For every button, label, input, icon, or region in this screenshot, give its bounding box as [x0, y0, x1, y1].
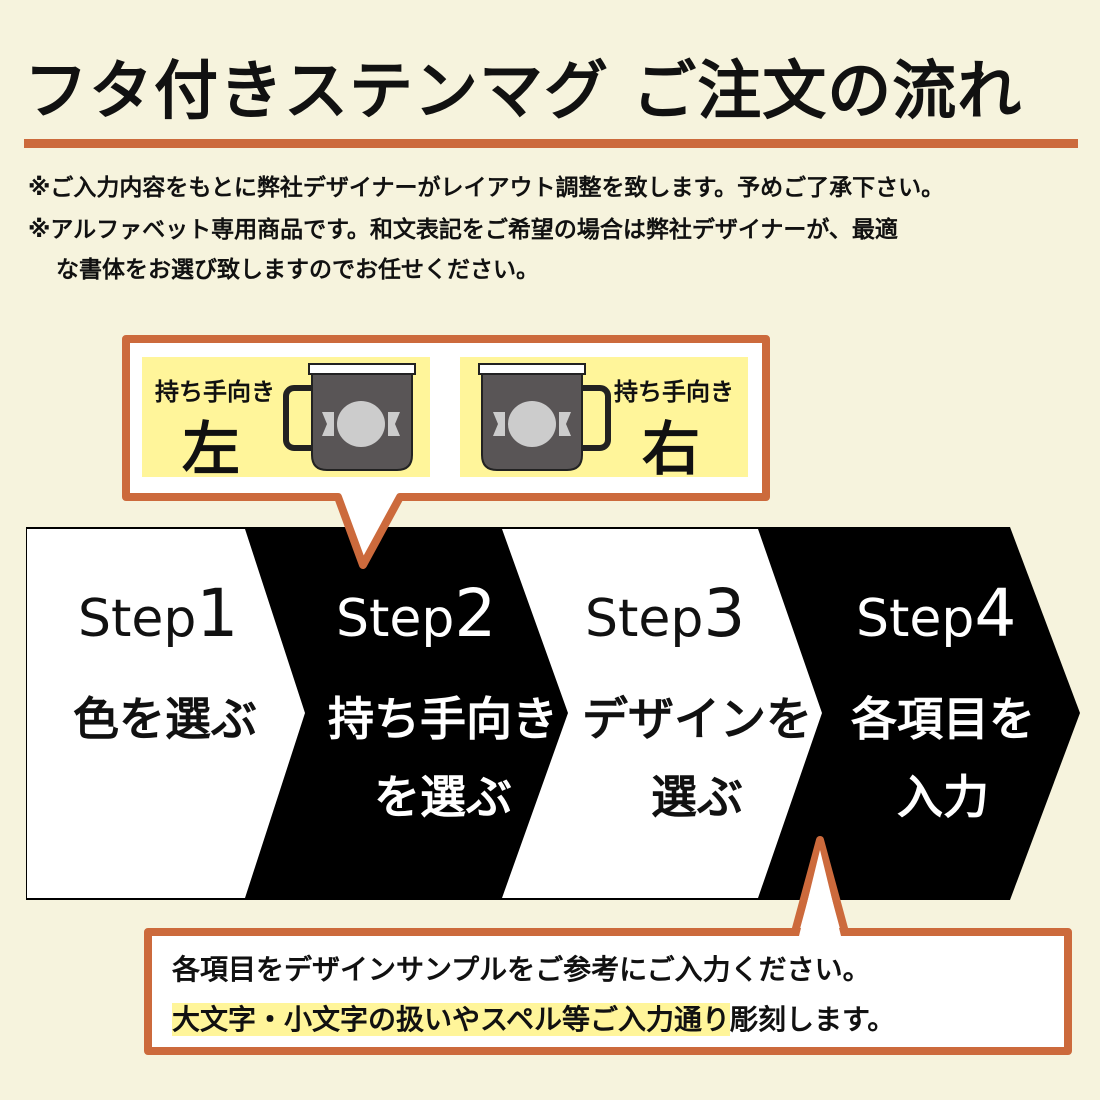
step4-line: 入力 [897, 770, 989, 824]
handle-left-side: 左 [182, 415, 241, 483]
note-1: ※ご入力内容をもとに弊社デザイナーがレイアウト調整を致します。予めご了承下さい。 [28, 175, 945, 201]
step-band [26, 527, 1080, 900]
handle-right-label: 持ち手向き [614, 378, 734, 406]
step1-line: 色を選ぶ [73, 692, 257, 746]
step3-chevron [502, 529, 822, 898]
step-word: Step [78, 589, 197, 649]
bottom-note-rest: 彫刻します。 [730, 1003, 896, 1036]
title-underline [24, 139, 1078, 148]
step2-line: 持ち手向き [328, 692, 558, 746]
step2-text: 持ち手向き を選ぶ [318, 680, 568, 836]
step-word: Step [585, 589, 704, 649]
note-2: ※アルファベット専用商品です。和文表記をご希望の場合は弊社デザイナーが、最適 [28, 217, 898, 243]
step3-text: デザインを 選ぶ [572, 680, 822, 836]
step-number: 3 [703, 575, 746, 652]
step-number: 2 [454, 575, 497, 652]
step-number: 1 [196, 575, 239, 652]
mug-handle-right-icon [478, 363, 611, 471]
step-word: Step [856, 589, 975, 649]
step2-line: を選ぶ [374, 770, 512, 824]
step3-line: 選ぶ [651, 770, 743, 824]
mug-handle-left-icon [283, 363, 416, 471]
step1-text: 色を選ぶ [40, 680, 290, 758]
bottom-note-line2: 大文字・小文字の扱いやスペル等ご入力通り彫刻します。 [172, 998, 895, 1038]
step-word: Step [336, 589, 455, 649]
step4-text: 各項目を 入力 [818, 680, 1068, 836]
step4-heading: Step4 [856, 575, 1016, 652]
handle-right-side: 右 [642, 415, 701, 483]
step4-line: 各項目を [851, 692, 1035, 746]
input-callout [144, 836, 1072, 1055]
step3-heading: Step3 [585, 575, 745, 652]
step1-heading: Step1 [78, 575, 238, 652]
step2-heading: Step2 [336, 575, 496, 652]
bottom-note-highlight: 大文字・小文字の扱いやスペル等ご入力通り [172, 1003, 731, 1036]
step1-chevron [27, 529, 305, 898]
step-number: 4 [974, 575, 1017, 652]
page-title: フタ付きステンマグ ご注文の流れ [24, 55, 1023, 129]
bottom-note-line1: 各項目をデザインサンプルをご参考にご入力ください。 [172, 953, 871, 986]
note-3: な書体をお選び致しますのでお任せください。 [56, 257, 539, 283]
handle-left-label: 持ち手向き [155, 378, 275, 406]
step3-line: デザインを [582, 692, 812, 746]
